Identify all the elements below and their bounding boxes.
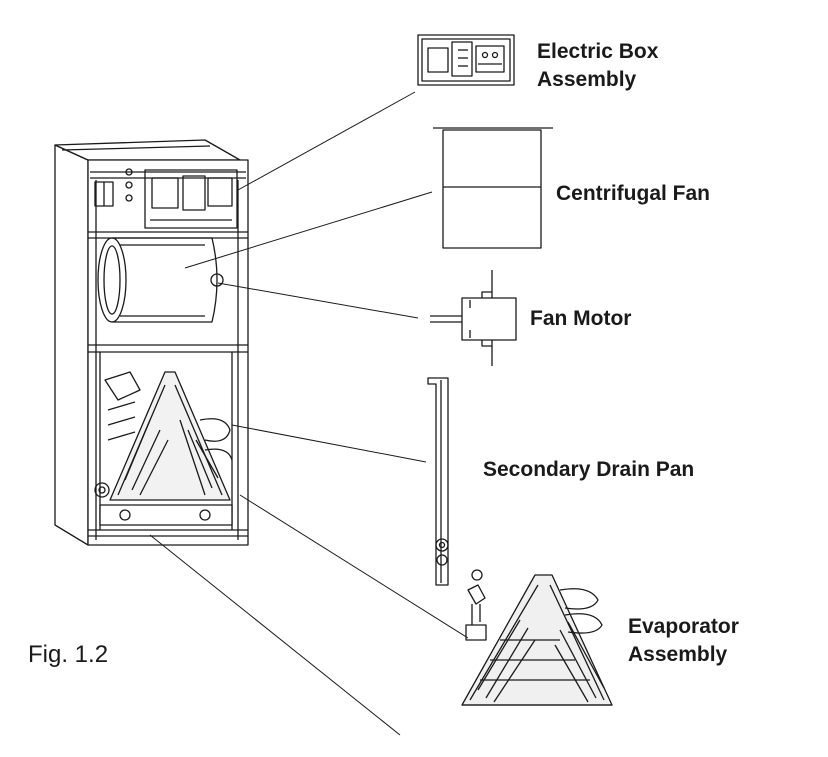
figure-caption: Fig. 1.2 <box>28 641 109 668</box>
evaporator-label-line2: Assembly <box>628 643 728 666</box>
fan-motor <box>430 270 517 366</box>
evaporator-assembly <box>461 569 613 706</box>
electric-box-label-line1: Electric Box <box>537 40 659 63</box>
evaporator-label: Evaporator Assembly <box>628 613 739 669</box>
electric-box-assembly <box>417 34 515 86</box>
evaporator-label-line1: Evaporator <box>628 615 739 638</box>
secondary-drain-pan-label: Secondary Drain Pan <box>483 458 695 481</box>
air-handler-unit <box>54 139 249 546</box>
leader-lines <box>149 91 469 736</box>
secondary-drain-pan <box>427 377 449 586</box>
fan-motor-label: Fan Motor <box>530 307 632 330</box>
centrifugal-fan <box>433 127 553 249</box>
electric-box-label-line2: Assembly <box>537 68 637 91</box>
centrifugal-fan-label: Centrifugal Fan <box>556 182 711 205</box>
electric-box-label: Electric Box Assembly <box>537 38 658 94</box>
